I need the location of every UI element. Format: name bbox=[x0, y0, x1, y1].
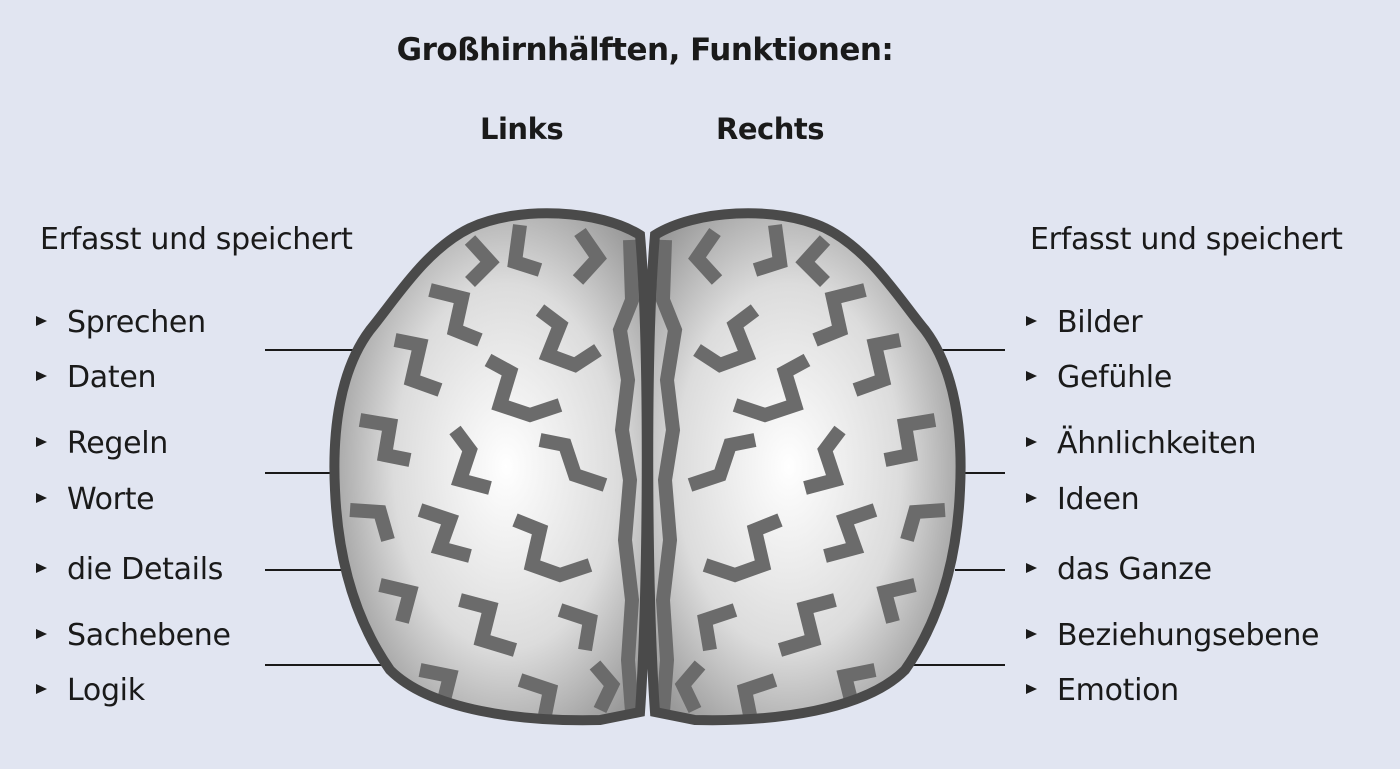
list-item: Regeln bbox=[36, 426, 168, 461]
triangle-right-icon bbox=[1026, 628, 1037, 639]
left-column-heading: Erfasst und speichert bbox=[40, 222, 353, 257]
list-item-label: Gefühle bbox=[1057, 360, 1172, 395]
list-item-label: Beziehungsebene bbox=[1057, 618, 1320, 653]
list-item-label: Sachebene bbox=[67, 618, 231, 653]
list-item: Bilder bbox=[1026, 305, 1143, 340]
list-item: die Details bbox=[36, 552, 223, 587]
list-item: das Ganze bbox=[1026, 552, 1212, 587]
list-item: Gefühle bbox=[1026, 360, 1172, 395]
left-sulci bbox=[349, 224, 640, 717]
list-item: Emotion bbox=[1026, 673, 1179, 708]
list-item-label: Daten bbox=[67, 360, 157, 395]
list-item-label: Emotion bbox=[1057, 673, 1179, 708]
list-item: Daten bbox=[36, 360, 157, 395]
left-hemisphere-label: Links bbox=[480, 112, 564, 146]
list-item: Ideen bbox=[1026, 482, 1140, 517]
right-hemisphere-label: Rechts bbox=[716, 112, 824, 146]
triangle-right-icon bbox=[36, 562, 47, 573]
triangle-right-icon bbox=[1026, 370, 1037, 381]
triangle-right-icon bbox=[36, 436, 47, 447]
triangle-right-icon bbox=[1026, 315, 1037, 326]
list-item: Sprechen bbox=[36, 305, 206, 340]
triangle-right-icon bbox=[1026, 562, 1037, 573]
triangle-right-icon bbox=[1026, 683, 1037, 694]
right-hemisphere bbox=[648, 213, 960, 720]
list-item-label: die Details bbox=[67, 552, 224, 587]
right-sulci bbox=[655, 224, 946, 717]
list-item: Ähnlichkeiten bbox=[1026, 426, 1256, 461]
list-item-label: Logik bbox=[67, 673, 145, 708]
list-item-label: das Ganze bbox=[1057, 552, 1212, 587]
list-item-label: Regeln bbox=[67, 426, 169, 461]
list-item: Beziehungsebene bbox=[1026, 618, 1320, 653]
list-item: Worte bbox=[36, 482, 155, 517]
triangle-right-icon bbox=[36, 628, 47, 639]
list-item-label: Bilder bbox=[1057, 305, 1143, 340]
list-item: Sachebene bbox=[36, 618, 231, 653]
triangle-right-icon bbox=[36, 683, 47, 694]
triangle-right-icon bbox=[36, 492, 47, 503]
right-column-heading: Erfasst und speichert bbox=[1030, 222, 1343, 257]
triangle-right-icon bbox=[1026, 436, 1037, 447]
list-item-label: Ähnlichkeiten bbox=[1057, 426, 1257, 461]
triangle-right-icon bbox=[1026, 492, 1037, 503]
list-item-label: Worte bbox=[67, 482, 155, 517]
list-item: Logik bbox=[36, 673, 145, 708]
triangle-right-icon bbox=[36, 370, 47, 381]
diagram-title: Großhirnhälften, Funktionen: bbox=[396, 32, 894, 68]
triangle-right-icon bbox=[36, 315, 47, 326]
list-item-label: Ideen bbox=[1057, 482, 1140, 517]
left-hemisphere bbox=[334, 213, 646, 720]
list-item-label: Sprechen bbox=[67, 305, 206, 340]
